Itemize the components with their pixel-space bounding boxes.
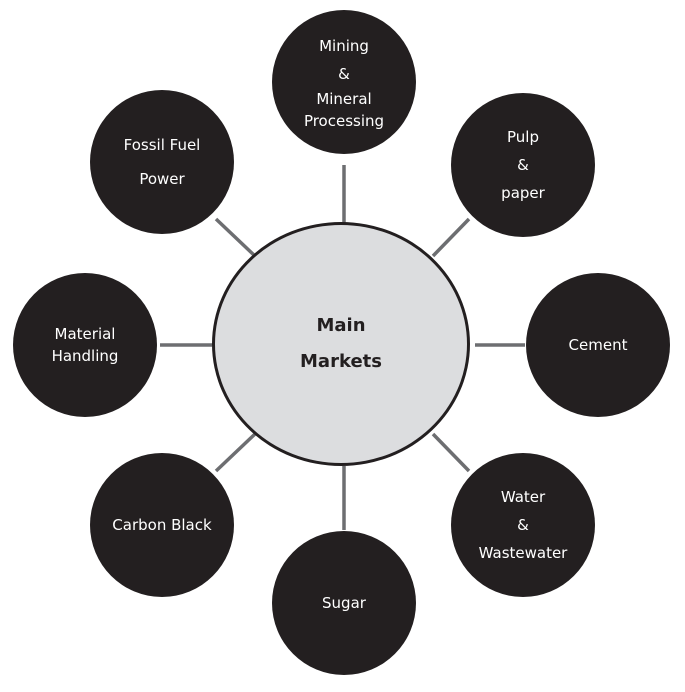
market-mining: Mining & Mineral Processing bbox=[272, 10, 416, 154]
connector-water bbox=[431, 432, 471, 473]
market-carbon-black: Carbon Black bbox=[90, 453, 234, 597]
market-label: & bbox=[517, 156, 529, 174]
market-fossil-fuel-power: Fossil Fuel Power bbox=[90, 90, 234, 234]
market-label: Pulp bbox=[507, 128, 539, 146]
market-label: Fossil Fuel bbox=[123, 136, 201, 154]
market-label: Power bbox=[139, 170, 185, 188]
market-pulp-paper: Pulp & paper bbox=[451, 93, 595, 237]
market-label: Sugar bbox=[322, 594, 366, 612]
market-label: Water bbox=[500, 488, 546, 506]
market-label: Wastewater bbox=[478, 544, 568, 562]
market-label: Processing bbox=[303, 112, 385, 130]
market-label: Material bbox=[54, 325, 116, 343]
market-label: & bbox=[338, 65, 350, 83]
market-label: Cement bbox=[568, 336, 628, 354]
market-label: Carbon Black bbox=[112, 516, 212, 534]
market-label: Mineral bbox=[316, 90, 372, 108]
market-cement: Cement bbox=[526, 273, 670, 417]
hub-label-line: Main bbox=[316, 315, 366, 336]
market-sugar: Sugar bbox=[272, 531, 416, 675]
market-label: paper bbox=[501, 184, 545, 202]
connector-pulp bbox=[431, 217, 471, 258]
market-label: Mining bbox=[319, 37, 369, 55]
market-label: & bbox=[517, 516, 529, 534]
connector-carbon-black bbox=[214, 432, 257, 473]
main-markets-hub: Main Markets bbox=[212, 222, 470, 466]
hub-label-line: Markets bbox=[300, 351, 382, 372]
market-water-wastewater: Water & Wastewater bbox=[451, 453, 595, 597]
connector-fossil-fuel bbox=[214, 217, 257, 258]
market-label: Handling bbox=[51, 347, 119, 365]
market-material-handling: Material Handling bbox=[13, 273, 157, 417]
